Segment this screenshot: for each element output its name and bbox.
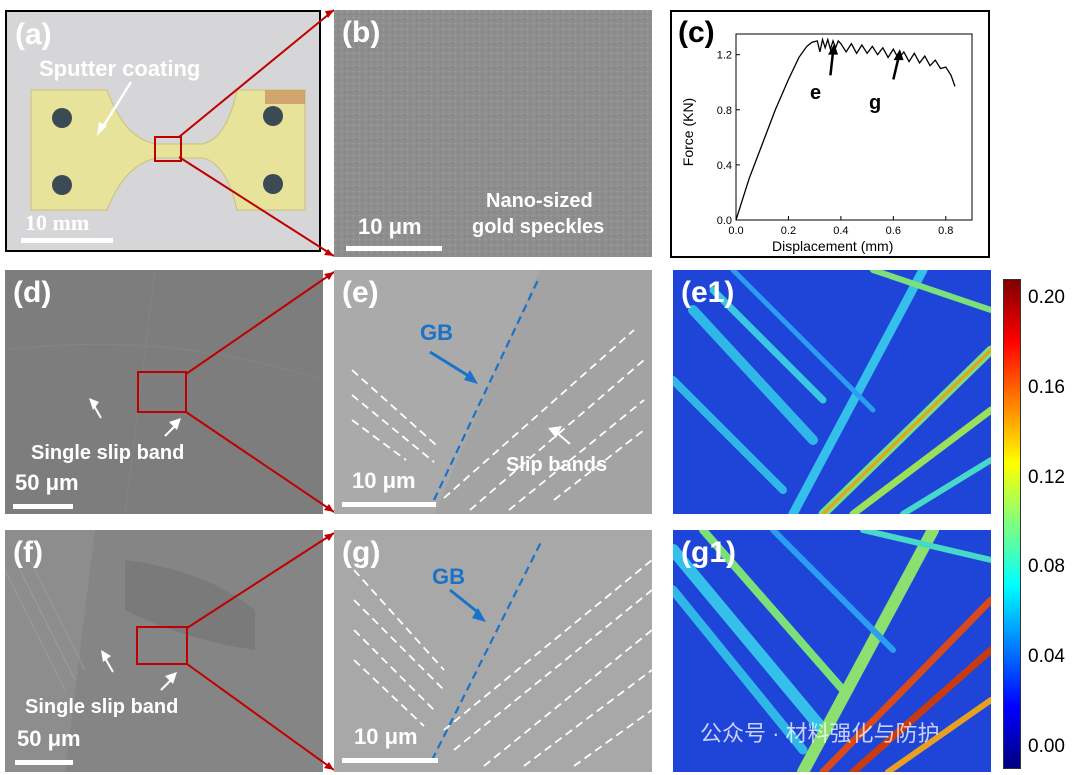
strain-map [673,270,991,514]
scale-bar-label: 10 μm [354,724,418,749]
panel-label: (c) [678,16,715,49]
panel-label: (g) [342,536,381,569]
zoom-lines-d [185,271,335,513]
y-axis-label: Force (KN) [680,97,697,167]
colorbar-tick-label: 0.08 [1028,556,1065,578]
marker-g-label: g [869,92,882,114]
colorbar-tick-label: 0.16 [1028,376,1065,398]
annotation-line-2: gold speckles [472,216,605,238]
sem-image [5,270,323,514]
colorbar-tick-label: 0.00 [1028,736,1065,757]
specimen-photo [30,81,306,211]
force-displacement-chart: 0.0 0.2 0.4 0.6 0.8 0.0 0.4 0.8 1.2 [717,33,973,237]
x-tick-label: 0.2 [781,225,796,237]
grain-boundary-label: GB [432,564,465,589]
scale-bar [13,504,73,509]
scale-bar-label: 50 μm [17,726,81,751]
annotation-text: Sputter coating [39,56,201,81]
zoom-box [137,371,187,413]
y-tick-label: 0.4 [717,160,732,172]
marker-g-arrowhead [893,49,904,61]
panel-label: (e1) [681,276,735,309]
panel-label: (a) [15,18,52,51]
slip-band-lines [353,559,652,767]
zoom-lines-f [186,532,335,771]
sem-image [5,530,323,772]
x-tick-label: 0.4 [833,225,848,237]
x-axis-label: Displacement (mm) [772,238,894,254]
pin-hole [52,175,72,195]
sem-image [334,530,652,772]
marker-e-arrowhead [828,43,839,55]
zoom-box [154,136,182,162]
pin-hole [52,108,72,128]
marker-g-arrow [892,57,900,80]
annotation-text: Single slip band [31,442,185,464]
panel-label: (d) [13,276,52,309]
scale-bar [346,246,442,251]
x-tick-label: 0.6 [886,225,901,237]
strain-bands [673,530,991,772]
colorbar-tick-label: 0.20 [1028,287,1065,308]
y-tick-label: 0.0 [717,215,732,227]
zoom-box [136,626,188,665]
panel-d: (d) Single slip band 50 μm [5,270,323,514]
scale-bar-label: 10 μm [352,468,416,493]
slip-band-lines [351,329,645,511]
grain-boundary-label: GB [420,320,453,345]
y-tick-label: 0.8 [717,105,732,117]
scale-bar [342,758,438,763]
force-curve [735,36,956,221]
sem-image [334,10,652,257]
colorbar-ticks: 0.20 0.16 0.12 0.08 0.04 0.00 [1028,0,1080,775]
panel-g1: (g1) [673,530,991,772]
marker-e-label: e [810,82,822,104]
strain-map [673,530,991,772]
x-tick-label: 0.8 [938,225,953,237]
panel-label: (f) [13,536,43,569]
panel-c: 0.0 0.2 0.4 0.6 0.8 0.0 0.4 0.8 1.2 (c) e g Disp… [670,10,990,258]
grain-boundary-line [431,539,543,761]
plot-frame [735,33,973,221]
annotation-line-1: Nano-sized [486,190,593,212]
strain-bands [673,270,991,514]
annotation-text: Single slip band [25,696,179,718]
dogbone-specimen [30,89,306,211]
zoom-lines-a [178,9,335,257]
x-tick-label: 0.0 [728,225,743,237]
scale-bar-label: 10 mm [25,210,90,235]
annotation-arrow [99,81,133,131]
colorbar [1003,279,1021,769]
grain-boundary-line [433,277,540,501]
colorbar-gradient [1004,280,1020,768]
annotation-text: Slip bands [506,454,608,476]
panel-label: (e) [342,276,379,309]
colorbar-tick-label: 0.12 [1028,466,1065,488]
panel-f: (f) Single slip band 50 μm [5,530,323,772]
panel-label: (b) [342,16,381,49]
pin-hole [263,174,283,194]
scale-bar-label: 10 μm [358,214,422,239]
specimen-edge-shade [265,90,305,104]
panel-e: (e) GB Slip bands 10 μm [334,270,652,514]
scale-bar-label: 50 μm [15,470,79,495]
watermark: 公众号 · 材料强化与防护 [700,721,940,746]
panel-e1: (e1) [673,270,991,514]
scale-bar [342,502,436,507]
panel-g: (g) GB 10 μm [334,530,652,772]
panel-b: (b) Nano-sized gold speckles 10 μm [334,10,652,257]
colorbar-tick-label: 0.04 [1028,646,1065,668]
panel-a: (a) Sputter coating 10 mm [5,10,321,252]
scale-bar [15,760,73,765]
panel-label: (g1) [681,536,736,569]
marker-e-arrow [829,51,835,76]
scale-bar [21,238,113,243]
y-tick-label: 1.2 [717,50,732,62]
pin-hole [263,106,283,126]
sem-image [334,270,652,514]
slip-traces [5,549,86,691]
